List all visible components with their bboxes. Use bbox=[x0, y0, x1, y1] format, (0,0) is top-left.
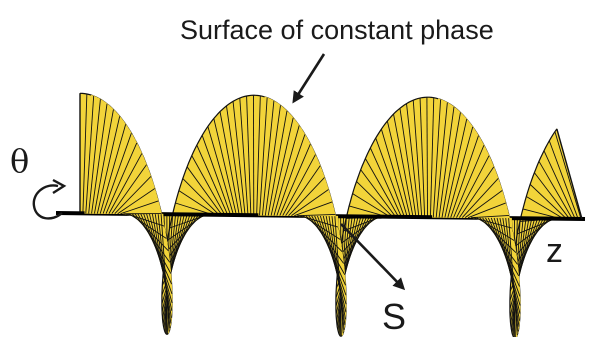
theta-label: θ bbox=[10, 142, 29, 180]
helical-phase-surface-front bbox=[85, 95, 582, 337]
surface-pointer-arrow bbox=[294, 54, 324, 101]
z-axis-label: z bbox=[546, 232, 563, 270]
s-vector-label: S bbox=[382, 296, 406, 337]
surface-title-label: Surface of constant phase bbox=[180, 15, 494, 45]
